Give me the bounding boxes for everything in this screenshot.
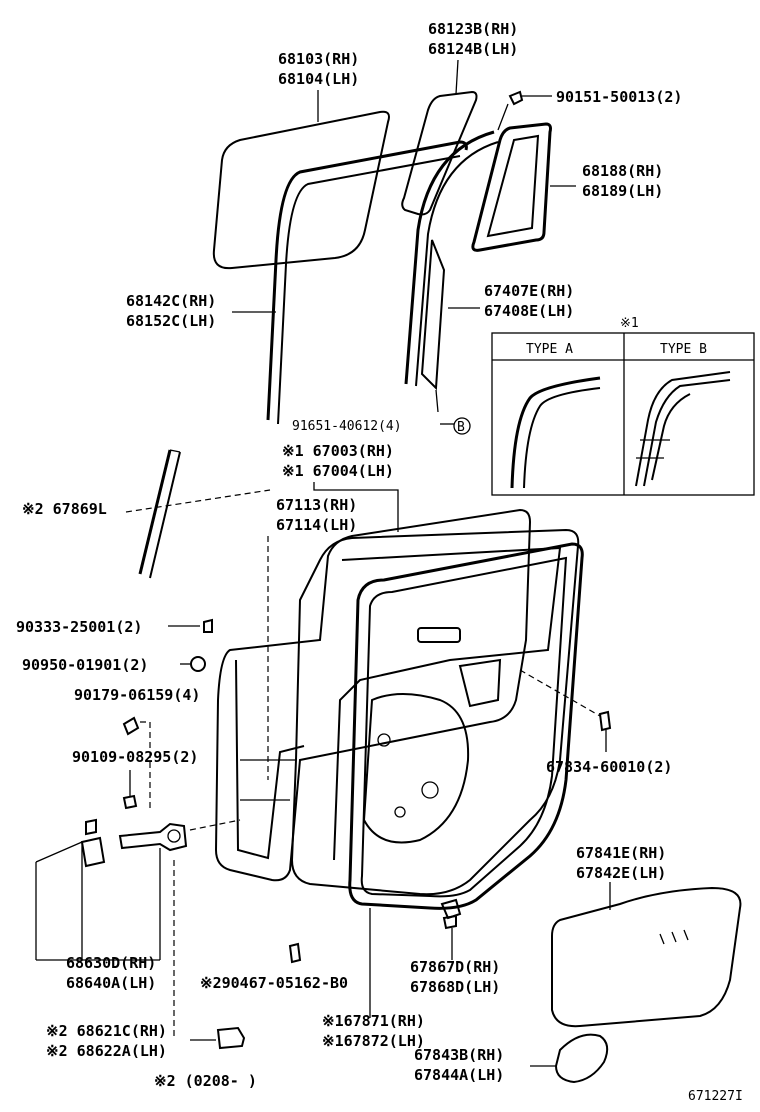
belt-weatherstrip-67869l (138, 449, 181, 579)
door-inner-panel (290, 528, 580, 896)
bolt-90109 (122, 794, 138, 810)
label-68104: 68104(LH) (278, 70, 359, 88)
leader-90179 (140, 721, 151, 812)
label-67869l: ※2 67869L (22, 500, 107, 518)
type-a-weatherstrip (510, 376, 601, 489)
label-68142c: 68142C(RH) (126, 292, 216, 310)
quarter-frame-68188 (471, 122, 552, 252)
b-marker-letter: B (457, 420, 465, 435)
b-marker-circle (453, 417, 471, 435)
opening-weatherstrip-67871 (348, 542, 584, 910)
diagram-id: 671227I (688, 1089, 743, 1104)
clip-67867d (440, 898, 462, 930)
label-67841e: 67841E(RH) (576, 844, 666, 862)
label-90179: 90179-06159(4) (74, 686, 200, 704)
door-outer-panel (214, 508, 532, 882)
label-67408e: 67408E(LH) (484, 302, 574, 320)
label-90151: 90151-50013(2) (556, 88, 682, 106)
label-67872: ※167872(LH) (322, 1032, 425, 1050)
cover-67843b (554, 1033, 609, 1084)
label-68123b: 68123B(RH) (428, 20, 518, 38)
label-67113: 67113(RH) (276, 496, 357, 514)
label-91651: 91651-40612(4) (292, 419, 402, 434)
label-68152c: 68152C(LH) (126, 312, 216, 330)
service-hole-cover-67841e (551, 886, 742, 1028)
label-90467: ※290467-05162-B0 (200, 974, 348, 992)
label-90333: 90333-25001(2) (16, 618, 142, 636)
type-box (491, 332, 755, 496)
label-67003: ※1 67003(RH) (282, 442, 394, 460)
hinge-68630d (80, 818, 106, 868)
footnote-0208: ※2 (0208- ) (154, 1072, 257, 1090)
nut-90179 (122, 716, 140, 736)
label-90109: 90109-08295(2) (72, 748, 198, 766)
cushion-90333 (203, 618, 213, 633)
label-67868d: 67868D(LH) (410, 978, 500, 996)
clip-90467 (288, 942, 302, 964)
label-67867d: 67867D(RH) (410, 958, 500, 976)
grommet-90950 (190, 656, 206, 672)
leader-68630-left (35, 841, 83, 960)
hinge-cover-68621c (216, 1026, 246, 1050)
label-68622a: ※2 68622A(LH) (46, 1042, 167, 1060)
leader-67869l (125, 489, 271, 513)
division-bar-67407e (404, 130, 499, 413)
label-90950: 90950-01901(2) (22, 656, 148, 674)
label-67842e: 67842E(LH) (576, 864, 666, 882)
type-a-label: TYPE A (526, 342, 573, 357)
label-67844a: 67844A(LH) (414, 1066, 504, 1084)
quarter-glass-68123b (401, 90, 478, 216)
label-68103: 68103(RH) (278, 50, 359, 68)
leader-68123b (455, 59, 459, 95)
label-67004: ※1 67004(LH) (282, 462, 394, 480)
type-box-note: ※1 (620, 316, 639, 331)
label-67114: 67114(LH) (276, 516, 357, 534)
label-68640a: 68640A(LH) (66, 974, 156, 992)
door-glass-68103 (212, 110, 390, 270)
label-68621c: ※2 68621C(RH) (46, 1022, 167, 1040)
label-67834: 67834-60010(2) (546, 758, 672, 776)
label-68188: 68188(RH) (582, 162, 663, 180)
label-67407e: 67407E(RH) (484, 282, 574, 300)
door-check-assy (118, 819, 241, 852)
leader-67834-dash (519, 669, 601, 717)
label-68189: 68189(LH) (582, 182, 663, 200)
screw-90151 (497, 90, 524, 131)
hole-plug-67834 (598, 710, 612, 732)
type-b-label: TYPE B (660, 342, 707, 357)
label-68630d: 68630D(RH) (66, 954, 156, 972)
label-67843b: 67843B(RH) (414, 1046, 504, 1064)
leader-67003 (313, 482, 399, 532)
label-67871: ※167871(RH) (322, 1012, 425, 1030)
label-68124b: 68124B(LH) (428, 40, 518, 58)
type-b-weatherstrip (635, 371, 731, 487)
